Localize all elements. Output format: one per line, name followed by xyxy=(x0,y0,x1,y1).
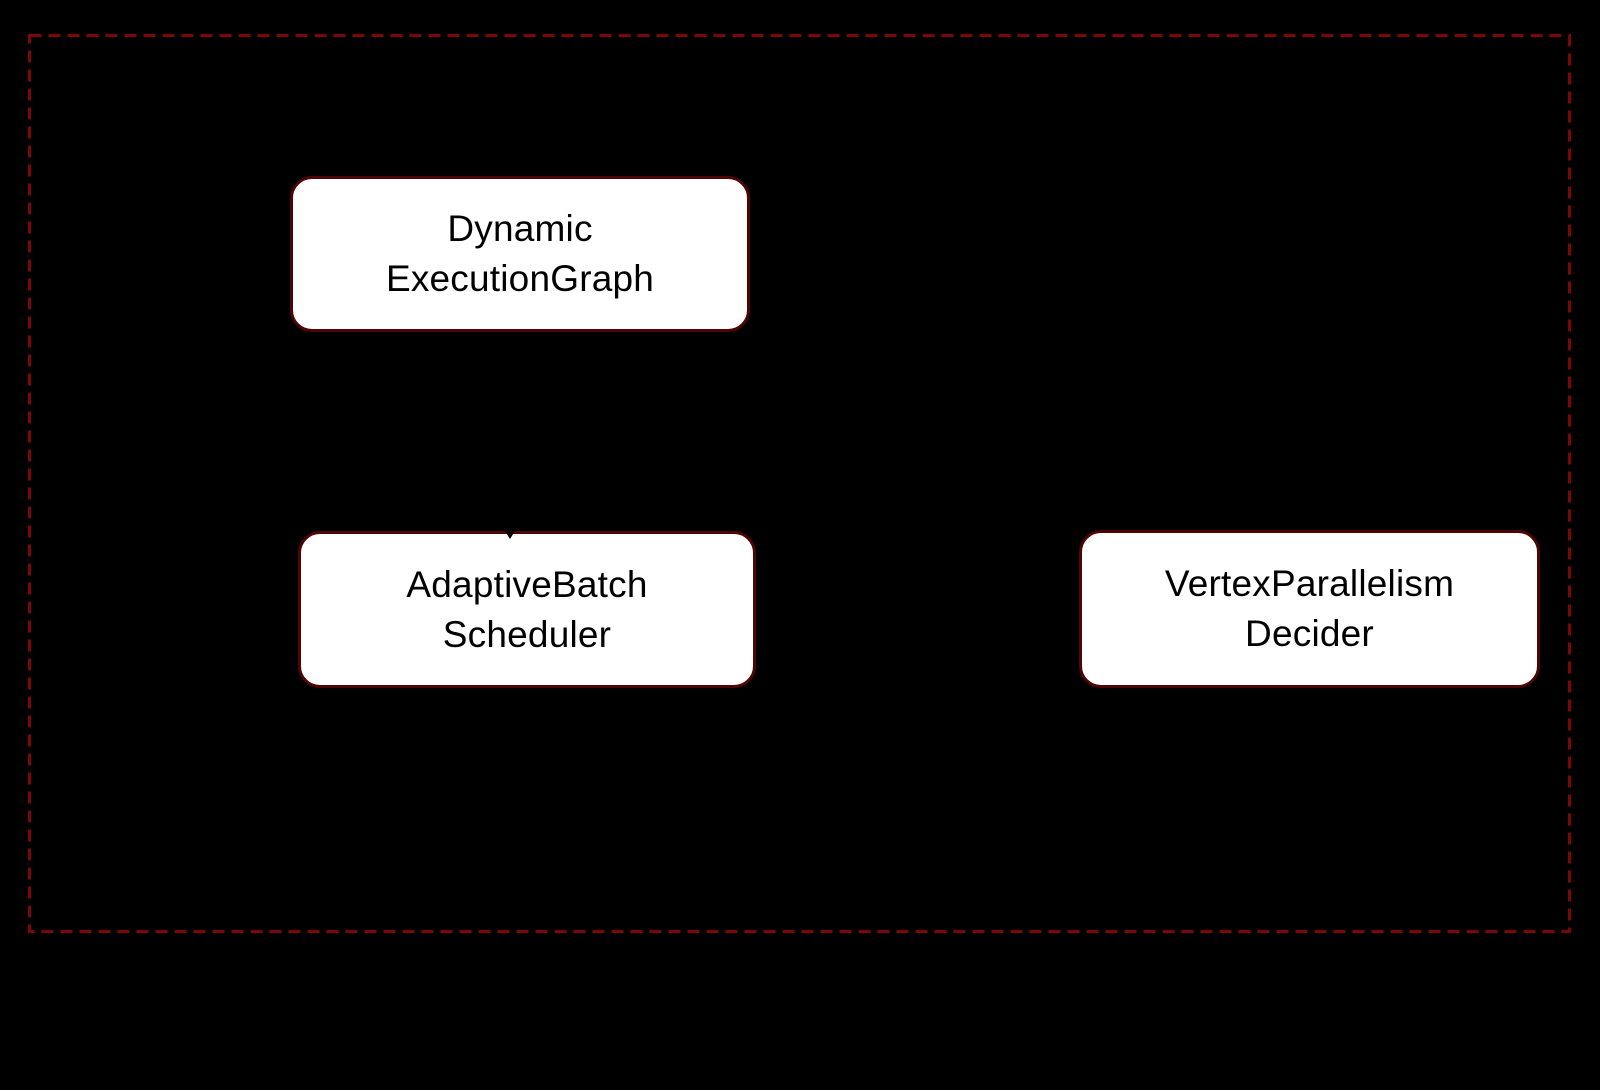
node-label: AdaptiveBatch xyxy=(406,563,648,605)
node-label: ExecutionGraph xyxy=(385,258,655,299)
node-adaptive-batch-scheduler: AdaptiveBatch Scheduler xyxy=(298,531,756,688)
node-label: Dynamic xyxy=(447,208,593,249)
node-vertex-parallelism-decider: VertexParallelism Decider xyxy=(1079,530,1540,688)
node-label: VertexParallelism xyxy=(1164,563,1455,604)
arrow-tip-notch xyxy=(505,531,515,539)
node-label: Scheduler xyxy=(442,613,612,655)
node-dynamic-execution-graph: Dynamic ExecutionGraph xyxy=(290,176,750,332)
node-label: Decider xyxy=(1245,613,1374,654)
